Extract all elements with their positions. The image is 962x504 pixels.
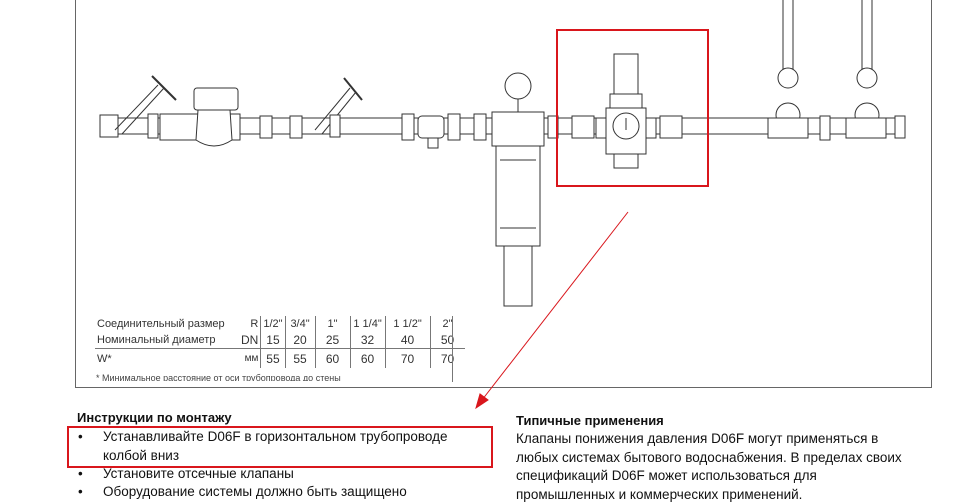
table-border [452,316,453,382]
cell: 1 1/2" [385,316,430,332]
applications-heading: Типичные применения [516,413,664,428]
row-unit: мм [239,349,261,369]
table-footnote: * Минимальное расстояние от оси трубопро… [96,371,451,381]
cell: 1/2" [261,316,285,332]
highlight-box-reducer [556,29,709,187]
cell: 1" [315,316,350,332]
row-label: Номинальный диаметр [95,332,239,349]
highlight-box-instruction [67,426,493,468]
bullet: • [78,483,83,502]
installation-heading: Инструкции по монтажу [77,410,232,425]
cell: 70 [430,349,465,369]
row-label: W* [95,349,239,369]
spec-table: Соединительный размер R 1/2" 3/4" 1" 1 1… [95,316,465,368]
cell: 55 [261,349,285,369]
cell: 55 [285,349,315,369]
text-line: Клапаны понижения давления D06F могут пр… [516,430,902,449]
cell: 2" [430,316,465,332]
applications-text: Клапаны понижения давления D06F могут пр… [516,430,902,504]
text-line: промышленных и коммерческих применений. [516,486,902,504]
row-unit: DN [239,332,261,349]
row-unit: R [239,316,261,332]
text-line: спецификаций D06F может использоваться д… [516,467,902,486]
table-row: W* мм 55 55 60 60 70 70 [95,349,465,369]
table-row: Соединительный размер R 1/2" 3/4" 1" 1 1… [95,316,465,332]
item-text: Оборудование системы должно быть защищен… [103,483,407,502]
row-label: Соединительный размер [95,316,239,332]
cell: 25 [315,332,350,349]
cell: 32 [350,332,385,349]
cell: 60 [315,349,350,369]
cell: 60 [350,349,385,369]
cell: 40 [385,332,430,349]
water-meter [160,88,302,146]
cell: 15 [261,332,285,349]
cell: 20 [285,332,315,349]
cell: 70 [385,349,430,369]
cell: 1 1/4" [350,316,385,332]
text-line: любых системах бытового водоснабжения. В… [516,449,902,468]
table-row: Номинальный диаметр DN 15 20 25 32 40 50 [95,332,465,349]
cell: 50 [430,332,465,349]
filter-with-gauge [492,73,558,306]
cell: 3/4" [285,316,315,332]
